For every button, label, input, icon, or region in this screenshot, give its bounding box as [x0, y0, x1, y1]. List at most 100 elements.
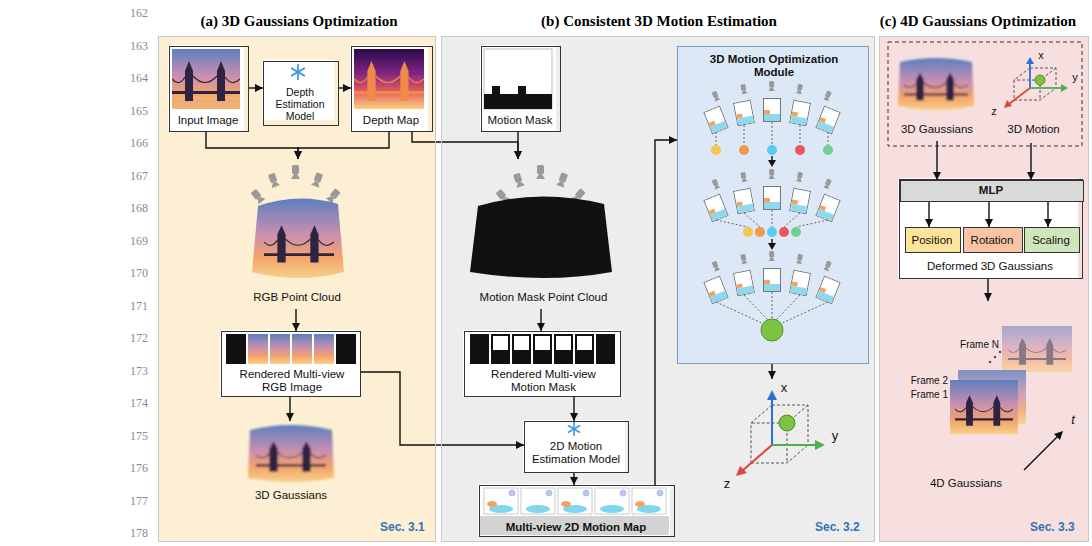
input-photo [172, 49, 240, 109]
flow-map-strip [484, 488, 518, 514]
node-label: 3D Motion [986, 123, 1081, 136]
flow-arrow [988, 202, 989, 227]
optimization-views [769, 169, 775, 179]
input-photo [172, 49, 240, 109]
box-fill [220, 330, 360, 396]
flow-arrow [361, 372, 524, 445]
render-box: Rendered Multi-view Motion Mask [464, 331, 621, 397]
node-label: 3D Motion Optimization Module [704, 53, 844, 79]
input-bracket [888, 42, 1082, 146]
flow-arrow [1047, 202, 1048, 227]
frozen-icon [568, 423, 579, 436]
node-label: Multi-view 2D Motion Map [480, 521, 672, 534]
frame-stack [955, 395, 1013, 426]
flow-map-strip [632, 488, 666, 514]
gaussians-figure: 3D Gaussians [893, 51, 984, 141]
rgb-point-cloud [252, 198, 344, 278]
frame-stack [1002, 326, 1072, 372]
rendered-mask-strip [596, 334, 615, 364]
line-number: 175 [100, 429, 148, 444]
frame-label: Frame N [947, 339, 999, 351]
motion-axes [772, 444, 817, 446]
camera-icon [311, 172, 324, 188]
optimization-views [768, 243, 776, 250]
flow-map-strip [561, 501, 571, 507]
box-fill [463, 330, 620, 396]
rendered-mask-strip [512, 334, 531, 364]
line-number: 162 [100, 6, 148, 21]
flow-map-strip [526, 505, 550, 513]
optimization-views [764, 269, 781, 292]
optimization-views [769, 251, 775, 261]
motion-axes [1035, 75, 1045, 85]
camera-icon [267, 172, 280, 188]
render-box: Rendered Multi-view RGB Image [221, 331, 361, 397]
attribute-box: Position [905, 227, 961, 253]
motion-axes [1004, 100, 1012, 108]
section-reference: Sec. 3.3 [1030, 520, 1085, 534]
input-bracket [888, 42, 1082, 146]
line-number: 174 [100, 396, 148, 411]
flow-map-strip [509, 490, 515, 496]
rendered-rgb-strip [248, 334, 268, 364]
rendered-mask-strip [533, 334, 552, 364]
panel-fill [879, 36, 1089, 542]
node-label: Depth Map [352, 114, 430, 127]
rendered-mask-strip [470, 334, 489, 364]
optimization-views [789, 188, 810, 214]
optimization-views [733, 100, 754, 126]
frame-stack [1054, 431, 1063, 440]
mask-image [484, 49, 552, 109]
mask-image [484, 86, 552, 109]
line-number: 178 [100, 526, 148, 541]
flow-map-strip [620, 490, 626, 496]
node-label: Rendered Multi-view RGB Image [232, 368, 352, 394]
optimization-views [716, 210, 828, 227]
rendered-rgb-strip [226, 334, 356, 364]
node-label: 4D Gaussians [906, 477, 1026, 490]
gaussians-figure: 3D Gaussians [241, 421, 344, 507]
motion-axes [751, 405, 808, 463]
optimization-views [769, 81, 775, 91]
axis-label: y [1070, 71, 1080, 84]
motion-axes [815, 440, 825, 450]
axis-label: y [829, 429, 841, 444]
axis-label: x [1036, 49, 1046, 62]
line-number: 171 [100, 299, 148, 314]
node-label: MLP [901, 184, 1081, 197]
optimization-views [704, 194, 728, 222]
gaussian-splat [248, 425, 334, 482]
frame-stack [950, 380, 1018, 434]
panel: (c) 4D Gaussians Optimization3D Gaussian… [879, 36, 1089, 542]
camera-icon [536, 165, 545, 179]
attribute-box: Scaling [1024, 227, 1080, 253]
optimization-views [823, 178, 833, 189]
mask-point-cloud [470, 196, 612, 278]
optimization-views [767, 145, 777, 155]
line-number: 172 [100, 331, 148, 346]
point-cloud: RGB Point Cloud [237, 159, 360, 309]
flow-arrow [936, 141, 937, 180]
frames-figure: Frame NFrame 2Frame 14D Gaussianst [896, 301, 1081, 501]
line-number: 165 [100, 104, 148, 119]
motion-axes [1061, 84, 1068, 92]
line-number: 164 [100, 71, 148, 86]
rendered-rgb-strip [226, 334, 246, 364]
line-number: 176 [100, 461, 148, 476]
mask-point-cloud [470, 196, 612, 278]
optimization-views [743, 227, 753, 237]
optimization-views [796, 84, 804, 95]
image-box: Input Image [169, 46, 249, 132]
axis-label: z [989, 105, 999, 118]
camera-icon [556, 172, 569, 188]
module-box: 3D Motion Optimization Module [677, 46, 869, 364]
optimization-views [739, 145, 749, 155]
gaussian-splat [256, 441, 326, 472]
motion-axes [736, 390, 825, 476]
flow-arrow [298, 132, 389, 159]
optimization-views [768, 160, 776, 167]
rendered-mask-strip [493, 336, 508, 350]
rgb-point-cloud [264, 225, 334, 262]
motion-axes [742, 445, 772, 471]
panel-fill [441, 36, 875, 542]
